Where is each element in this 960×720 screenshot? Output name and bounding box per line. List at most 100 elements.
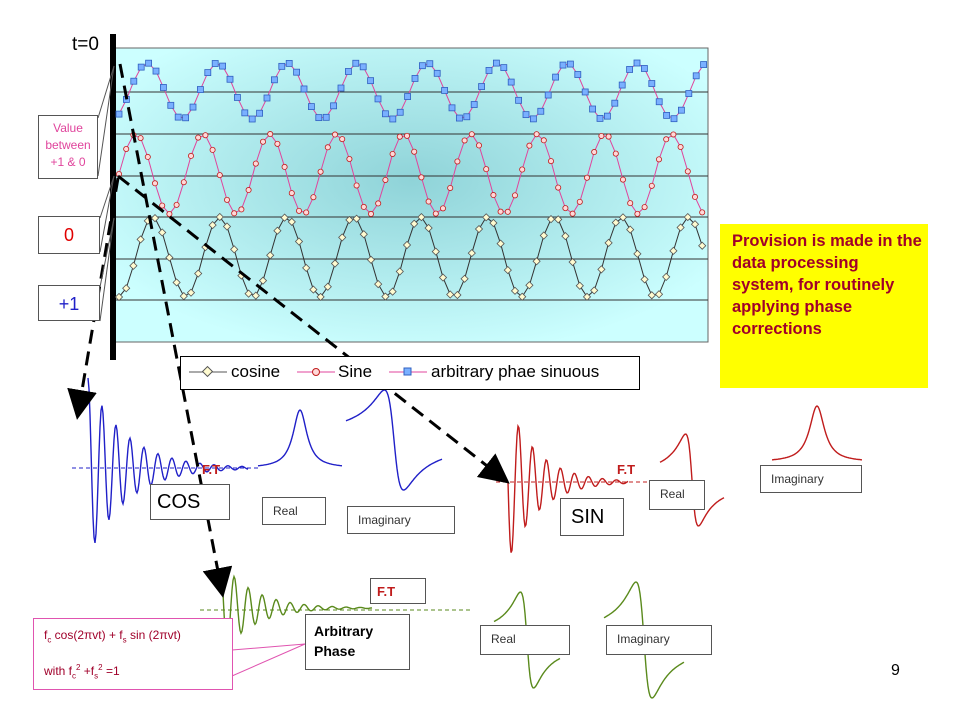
cosine-wave-point (222, 222, 232, 231)
sine-wave-point (339, 136, 346, 143)
arbitrary-wave-point (700, 61, 707, 68)
arbitrary-wave-point (626, 66, 633, 73)
cosine-wave-point (179, 292, 188, 301)
cos-imag-peak (345, 389, 443, 491)
sin-imag-label: Imaginary (771, 472, 824, 486)
formula-pointer (231, 643, 306, 677)
callout-connector (99, 175, 115, 253)
cosine-wave-point (518, 292, 527, 301)
sine-wave-point (324, 144, 331, 151)
formula-line-2: with fc2 +fs2 =1 (44, 663, 120, 681)
cosine-wave-point (532, 257, 541, 266)
cosine-wave-point (575, 281, 584, 290)
callout-lines (97, 65, 306, 677)
arbitrary-wave-point (692, 72, 700, 80)
arbitrary-wave-point (256, 109, 264, 117)
arbitrary-wave-point (330, 102, 338, 110)
sin-imag-box: Imaginary (760, 465, 862, 493)
cosine-wave-point (186, 288, 196, 297)
arbitrary-wave-point (441, 87, 449, 94)
arbitrary-wave-point (204, 69, 212, 77)
cosine-wave-point (431, 247, 440, 256)
arb-ft-box: F.T (370, 578, 426, 604)
cosine-wave-point (618, 213, 628, 222)
callout-connector (99, 175, 115, 219)
arbitrary-wave-point (552, 73, 559, 81)
arbitrary-wave-point (618, 81, 626, 89)
cos-label: COS (157, 491, 201, 513)
sine-wave-point (159, 202, 166, 209)
arrow-to-sin (117, 174, 510, 484)
arbitrary-wave-point (544, 91, 552, 99)
arbitrary-wave-point (219, 62, 227, 70)
cosine-wave-point (172, 278, 181, 287)
arbitrary-wave-point (411, 75, 419, 82)
cosine-wave-point (230, 245, 239, 254)
arbitrary-wave-point (648, 80, 656, 87)
cosine-wave-point (316, 292, 325, 302)
arbitrary-wave-point (211, 60, 219, 67)
cosine-wave-point (395, 267, 404, 276)
arbitrary-wave-point (137, 63, 145, 71)
plus-one-callout: +1 (38, 285, 100, 321)
sine-wave-point (598, 132, 605, 139)
cosine-wave-point (597, 265, 606, 274)
arbitrary-wave-point (685, 90, 693, 97)
cosine-wave-point (258, 276, 268, 285)
sine-wave-point (684, 168, 691, 175)
arbitrary-wave-point (433, 69, 441, 77)
cosine-wave-point (417, 213, 426, 222)
cosine-wave-point (280, 213, 289, 222)
arbitrary-wave-point (322, 113, 330, 121)
time-axis-bar (110, 34, 116, 360)
arbitrary-wave-point (389, 115, 397, 123)
arbitrary-wave-point (455, 114, 463, 122)
cosine-wave-point (323, 282, 332, 291)
sine-wave-point (548, 158, 555, 165)
sine-wave-point (490, 192, 497, 199)
arbitrary-wave-point (189, 103, 197, 111)
cosine-wave-point (460, 274, 469, 283)
cosine-wave-point (590, 286, 599, 295)
sine-wave-point (411, 148, 418, 155)
arbitrary-wave-point (655, 98, 663, 106)
sine-wave-point (454, 158, 461, 165)
sine-wave-point (310, 194, 317, 201)
cosine-wave-point (150, 213, 160, 223)
cosine-wave-point (690, 220, 700, 229)
arbitrary-wave-point (241, 109, 249, 117)
sine-wave-point (576, 198, 583, 205)
cos-ft-label: F.T (202, 462, 221, 477)
sine-wave-point (267, 131, 274, 138)
cosine-wave-point (388, 287, 397, 296)
sin-imag-peak (772, 405, 862, 461)
cosine-wave-point (510, 286, 520, 295)
sine-wave-point (439, 205, 446, 212)
value-between-callout: Value between +1 & 0 (38, 115, 98, 179)
cosine-wave-point (266, 251, 275, 260)
legend-item-sine: Sine (338, 362, 373, 381)
sine-wave-point (605, 133, 612, 140)
arbitrary-wave-point (522, 111, 530, 119)
arbitrary-wave-point (300, 85, 308, 93)
cosine-wave-point (438, 273, 448, 282)
cosine-wave-point (374, 280, 383, 289)
sine-wave-point (461, 137, 468, 144)
sine-wave-point (540, 137, 547, 144)
sine-wave-point (418, 174, 425, 181)
arbitrary-wave-point (581, 88, 589, 96)
sine-wave-point (519, 166, 526, 173)
arbitrary-wave-point (418, 62, 426, 70)
arbitrary-wave-point (500, 64, 508, 72)
arb-label-box: Arbitrary Phase (305, 614, 410, 670)
cosine-wave-point (114, 292, 124, 302)
sine-wave-point (656, 156, 663, 163)
sine-wave-point (195, 134, 202, 141)
sine-wave-point (432, 210, 439, 217)
arbitrary-wave-point (285, 59, 293, 67)
legend: cosine Sine arbitrary phae sinuous (180, 356, 640, 390)
arbitrary-wave-point (233, 94, 241, 101)
arbitrary-wave-point (130, 77, 138, 85)
arbitrary-wave-point (426, 60, 434, 68)
